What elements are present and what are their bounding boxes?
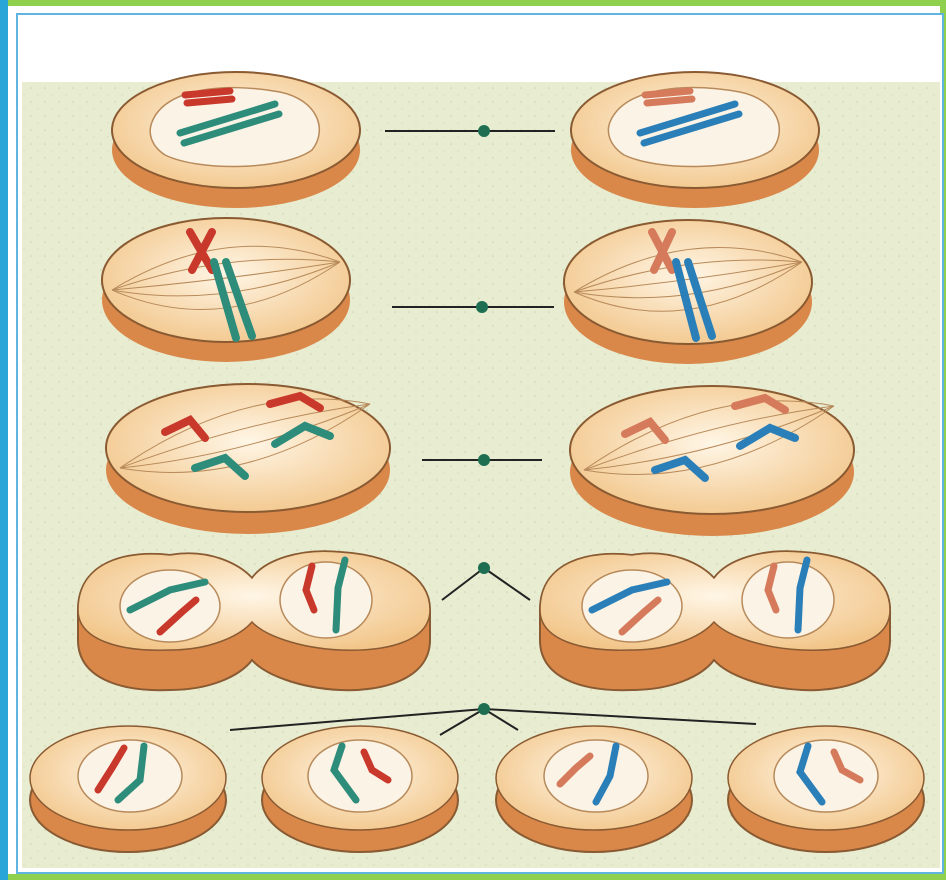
daughter-cell-2: [262, 726, 458, 852]
nucleus: [78, 740, 182, 812]
metaphase-cell-left: [102, 218, 350, 362]
connector-dot: [478, 562, 490, 574]
metaphase-cell-right: [564, 220, 812, 364]
nucleus: [742, 562, 834, 638]
daughter-cell-3: [496, 726, 692, 852]
connector-dot: [478, 125, 490, 137]
anaphase-cell-right: [570, 386, 854, 536]
left-stripe: [0, 0, 8, 880]
anaphase-cell-left: [106, 384, 390, 534]
connector-dot: [478, 703, 490, 715]
prophase-cell-right: [571, 72, 819, 208]
nucleus: [774, 740, 878, 812]
nucleus: [280, 562, 372, 638]
nucleus: [308, 740, 412, 812]
daughter-cell-1: [30, 726, 226, 852]
connector-dot: [478, 454, 490, 466]
daughter-cell-4: [728, 726, 924, 852]
connector-dot: [476, 301, 488, 313]
prophase-cell-left: [112, 72, 360, 208]
